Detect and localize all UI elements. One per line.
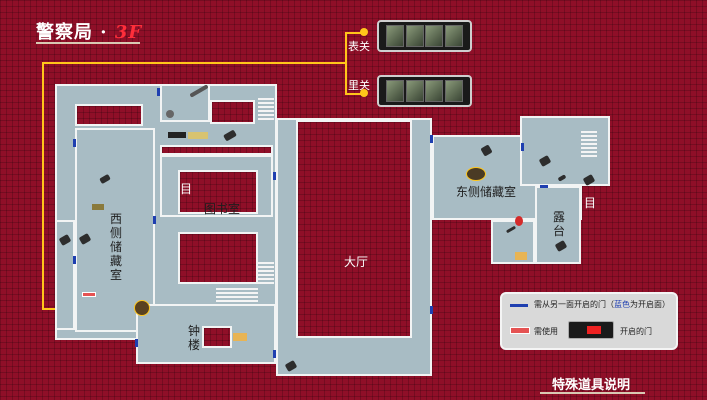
blue-door[interactable] xyxy=(273,350,276,358)
path-wire-top xyxy=(42,62,345,64)
west-storage-room[interactable] xyxy=(75,128,155,332)
back-key-label: 里关 xyxy=(348,79,370,92)
legend-blue-door-swatch xyxy=(510,304,528,307)
gear-item-icon[interactable] xyxy=(166,110,174,118)
blue-door[interactable] xyxy=(521,143,524,151)
legend-blue-door-text: 需从另一面开启的门（蓝色为开启面） xyxy=(534,300,670,309)
west-void-top xyxy=(75,104,143,126)
west-storage-label: 西侧储藏室 xyxy=(110,212,123,282)
east-lower-room[interactable] xyxy=(491,220,535,264)
footer-underline xyxy=(540,392,645,394)
back-key-dot xyxy=(360,89,368,97)
legend-red-door-swatch xyxy=(510,327,530,334)
treasure-item-icon[interactable] xyxy=(515,252,527,260)
front-key-panel xyxy=(377,20,472,52)
west-void-center xyxy=(178,232,258,284)
hearts-item-icon[interactable] xyxy=(515,216,523,226)
blue-door[interactable] xyxy=(157,88,160,96)
terrace-label: 露台 xyxy=(553,210,566,238)
blue-door[interactable] xyxy=(73,139,76,147)
clock-tower-void xyxy=(202,326,232,348)
blue-door[interactable] xyxy=(430,306,433,314)
west-upper-stairs[interactable] xyxy=(258,96,274,120)
library-inner xyxy=(178,170,258,214)
blue-door[interactable] xyxy=(135,339,138,347)
back-key-panel xyxy=(377,75,472,107)
blue-door[interactable] xyxy=(540,185,548,188)
medallion-item-icon[interactable] xyxy=(466,167,486,181)
main-hall-atrium xyxy=(296,120,412,338)
east-upper-stairs[interactable] xyxy=(581,131,597,157)
front-key-dot xyxy=(360,28,368,36)
blue-door[interactable] xyxy=(273,172,276,180)
clock-tower-stairs[interactable] xyxy=(216,286,258,302)
ammo-item-icon[interactable] xyxy=(92,204,104,210)
east-stairs-glyph: 目 xyxy=(584,196,597,210)
special-items-title: 特殊道具说明 xyxy=(552,378,631,393)
path-wire-back xyxy=(345,93,363,95)
library-label: 图书室 xyxy=(204,202,241,216)
path-wire-left xyxy=(42,62,44,310)
front-key-label: 表关 xyxy=(348,40,370,53)
blue-door[interactable] xyxy=(430,135,433,143)
title-underline xyxy=(36,42,140,44)
west-void-upper-right xyxy=(210,100,255,124)
west-corridor[interactable] xyxy=(55,220,75,330)
clock-item-icon[interactable] xyxy=(134,300,150,316)
path-wire-front xyxy=(345,32,363,34)
clock-tower-label: 钟楼 xyxy=(188,324,201,352)
map-title: 警察局 · 3F xyxy=(36,22,143,43)
legend-item-door-suffix: 开启的门 xyxy=(620,327,652,336)
library-stairs-glyph: 目 xyxy=(180,182,193,196)
legend-item-door-prefix: 需使用 xyxy=(534,327,558,336)
floor-number: 3F xyxy=(114,22,143,43)
blue-door[interactable] xyxy=(73,256,76,264)
treasure-item-icon[interactable] xyxy=(233,333,247,341)
path-wire-vertical xyxy=(345,32,347,94)
blue-door[interactable] xyxy=(153,216,156,224)
legend-key-item-icon xyxy=(568,321,614,339)
west-corridor-void xyxy=(160,145,273,155)
legend-panel: 需从另一面开启的门（蓝色为开启面） 需使用 开启的门 xyxy=(500,292,678,350)
case-item-icon[interactable] xyxy=(168,132,186,138)
red-door[interactable] xyxy=(82,292,96,297)
center-stairs[interactable] xyxy=(258,262,274,284)
east-storage-label: 东侧储藏室 xyxy=(456,185,517,199)
card-item-icon[interactable] xyxy=(188,132,208,139)
main-hall-label: 大厅 xyxy=(344,255,369,269)
